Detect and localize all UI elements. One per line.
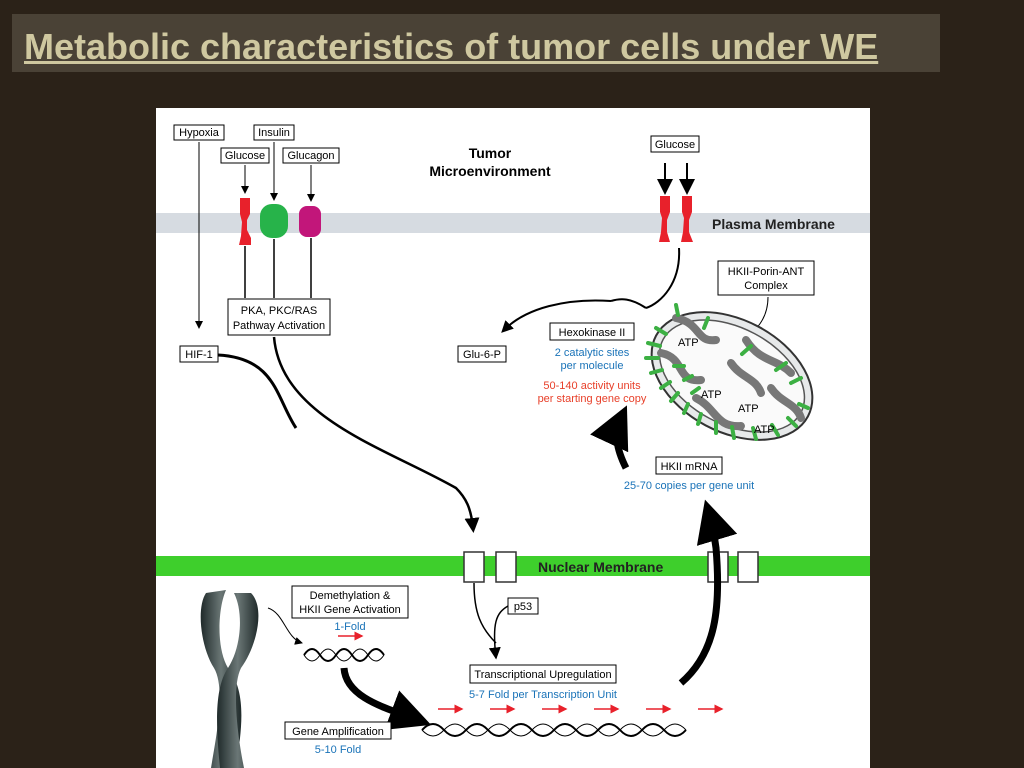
- hif1-box: [179, 345, 219, 363]
- hexokinase-label: Hexokinase II: [559, 327, 626, 339]
- p53-label: p53: [514, 601, 532, 613]
- tumor-header: Tumor: [469, 145, 512, 161]
- nuclear-pore-4: [737, 551, 759, 583]
- insulin-label: Insulin: [258, 127, 290, 139]
- glucose-left-label: Glucose: [225, 150, 265, 162]
- mitochondrion: ATP ATP ATP ATP: [644, 303, 814, 441]
- mrna-copies-text: 25-70 copies per gene unit: [624, 480, 754, 492]
- glu6p-label: Glu-6-P: [463, 349, 501, 361]
- glu6p-arrow: [501, 299, 612, 333]
- pathway-to-nucleus-arrow: [272, 336, 480, 533]
- glucagon-box: [282, 147, 340, 164]
- pka-label-1: PKA, PKC/RAS: [241, 305, 317, 317]
- atp-label-1: ATP: [678, 337, 699, 349]
- transcriptional-box: [469, 664, 617, 684]
- atp-label-4: ATP: [754, 424, 775, 436]
- p53-arrow: [488, 605, 509, 660]
- hif1-label: HIF-1: [185, 349, 213, 361]
- hkii-mrna-box: [655, 456, 723, 475]
- glucose-entry-join: [610, 298, 647, 309]
- transcription-to-mrna-arrow: [678, 499, 738, 686]
- title-bar: [12, 14, 940, 72]
- microenvironment-header: Microenvironment: [429, 163, 551, 179]
- diagram-canvas: Plasma Membrane Tumor Microenvironment H…: [156, 124, 870, 768]
- gene-amplification-arrow: [340, 667, 432, 730]
- hif1-curve: [217, 353, 298, 429]
- glucose-entry-curve: [645, 247, 681, 309]
- nuclear-membrane-label: Nuclear Membrane: [538, 559, 663, 575]
- pka-box: [227, 298, 331, 336]
- glucose-transporter-right-2: [681, 196, 693, 242]
- plasma-membrane-label: Plasma Membrane: [712, 216, 835, 232]
- activity-text-2: per starting gene copy: [538, 393, 647, 405]
- hypoxia-label: Hypoxia: [179, 127, 220, 139]
- glucose-transporter-right-1: [659, 196, 670, 242]
- glucose-right-label: Glucose: [655, 139, 695, 151]
- mrna-to-hexokinase-arrow: [590, 405, 630, 470]
- glucose-left-box: [220, 147, 270, 164]
- pore-to-transcription-line: [473, 582, 497, 644]
- glucose-right-box: [650, 135, 700, 153]
- transcription-fold-text: 5-7 Fold per Transcription Unit: [469, 689, 617, 701]
- insulin-receptor: [260, 204, 288, 238]
- chromosome-to-gene-arrow: [267, 607, 303, 645]
- atp-label-3: ATP: [738, 403, 759, 415]
- pka-label-2: Pathway Activation: [233, 320, 325, 332]
- nuclear-pore-1: [463, 551, 485, 583]
- diagram-figure: Plasma Membrane Tumor Microenvironment H…: [156, 108, 870, 768]
- transcriptional-label: Transcriptional Upregulation: [474, 669, 611, 681]
- complex-box: [717, 260, 815, 296]
- atp-label-2: ATP: [701, 389, 722, 401]
- glucose-transporter-left: [239, 198, 251, 245]
- slide-title: Metabolic characteristics of tumor cells…: [24, 26, 879, 67]
- catalytic-text-2: per molecule: [561, 360, 624, 372]
- single-gene-helix: [303, 648, 385, 662]
- chromosome: [200, 590, 259, 768]
- nuclear-pore-2: [495, 551, 517, 583]
- catalytic-text-1: 2 catalytic sites: [555, 347, 630, 359]
- demethylation-label-1: Demethylation &: [310, 590, 391, 602]
- single-gene-helix-strand: [303, 648, 385, 662]
- gene-amplification-box: [284, 721, 392, 740]
- demethylation-label-2: HKII Gene Activation: [299, 604, 401, 616]
- hypoxia-box: [173, 124, 225, 141]
- gene-amplification-label: Gene Amplification: [292, 726, 384, 738]
- activity-text-1: 50-140 activity units: [543, 380, 641, 392]
- hexokinase-box: [549, 322, 635, 341]
- amplified-gene-helix-strand: [421, 723, 687, 737]
- fold1-text: 1-Fold: [334, 621, 365, 633]
- glu6p-box: [457, 345, 507, 363]
- glucagon-receptor: [299, 206, 321, 237]
- plasma-membrane-band: [156, 213, 870, 233]
- demethylation-box: [291, 585, 409, 619]
- complex-label-1: HKII-Porin-ANT: [728, 266, 805, 278]
- complex-label-2: Complex: [744, 280, 788, 292]
- hkii-mrna-label: HKII mRNA: [661, 461, 719, 473]
- glucagon-label: Glucagon: [287, 150, 334, 162]
- gene-amp-fold-text: 5-10 Fold: [315, 744, 361, 756]
- insulin-box: [253, 124, 295, 141]
